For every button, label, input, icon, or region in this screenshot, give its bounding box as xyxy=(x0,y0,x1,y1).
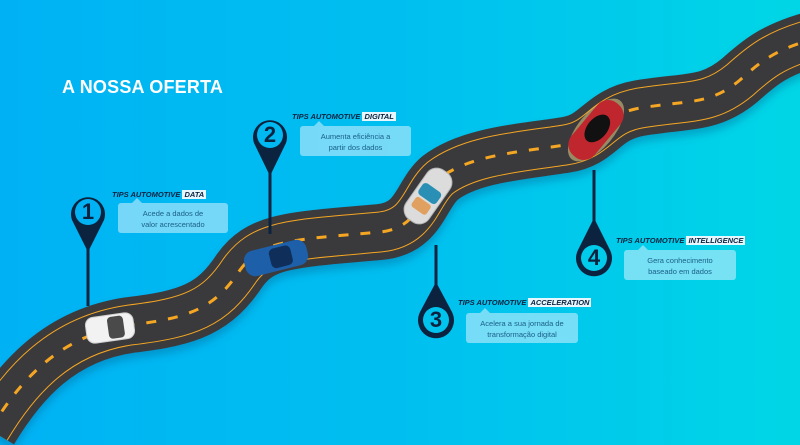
label-prefix: TIPS AUTOMOTIVE xyxy=(112,190,181,199)
road xyxy=(0,13,800,445)
label-prefix: TIPS AUTOMOTIVE xyxy=(616,236,685,245)
map-pin-icon xyxy=(576,218,612,277)
milestone-1-description: Acede a dados de valor acrescentado xyxy=(118,198,228,233)
description-line: transformação digital xyxy=(487,330,557,339)
milestone-3-description: Acelera a sua jornada de transformação d… xyxy=(466,308,578,343)
map-pin-icon xyxy=(417,282,454,339)
silver-convertible-car xyxy=(403,167,453,225)
red-sportscar-car xyxy=(567,98,625,162)
label-prefix: TIPS AUTOMOTIVE xyxy=(458,298,527,307)
milestone-1-label: TIPS AUTOMOTIVE DATA xyxy=(112,190,207,199)
description-line: Aumenta eficiência a xyxy=(320,132,391,141)
label-highlight: ACCELERATION xyxy=(528,298,592,307)
milestone-4-number: 4 xyxy=(587,245,601,270)
map-pin-icon xyxy=(252,120,287,176)
page-title: A NOSSA OFERTA xyxy=(62,77,224,97)
white-hatchback-car xyxy=(84,312,136,344)
milestone-2-description: Aumenta eficiência a partir dos dados xyxy=(300,121,411,156)
description-line: partir dos dados xyxy=(328,143,383,152)
label-prefix: TIPS AUTOMOTIVE xyxy=(292,112,361,121)
blue-sedan-car xyxy=(243,239,309,277)
milestone-4-label: TIPS AUTOMOTIVE INTELLIGENCE xyxy=(616,236,746,245)
label-highlight: DIGITAL xyxy=(362,112,396,121)
milestone-3-number: 3 xyxy=(429,307,443,332)
milestone-4-description: Gera conhecimento baseado em dados xyxy=(624,245,736,280)
milestone-1-number: 1 xyxy=(81,199,95,224)
label-highlight: DATA xyxy=(182,190,207,199)
description-line: valor acrescentado xyxy=(141,220,205,229)
description-line: baseado em dados xyxy=(648,267,712,276)
milestone-2-label: TIPS AUTOMOTIVE DIGITAL xyxy=(292,112,396,121)
description-line: Acelera a sua jornada de xyxy=(480,319,564,328)
description-line: Acede a dados de xyxy=(142,209,204,218)
description-line: Gera conhecimento xyxy=(647,256,713,265)
milestone-2-number: 2 xyxy=(263,122,277,147)
map-pin-icon xyxy=(71,197,105,252)
label-highlight: INTELLIGENCE xyxy=(686,236,746,245)
milestone-3-label: TIPS AUTOMOTIVE ACCELERATION xyxy=(458,298,592,307)
